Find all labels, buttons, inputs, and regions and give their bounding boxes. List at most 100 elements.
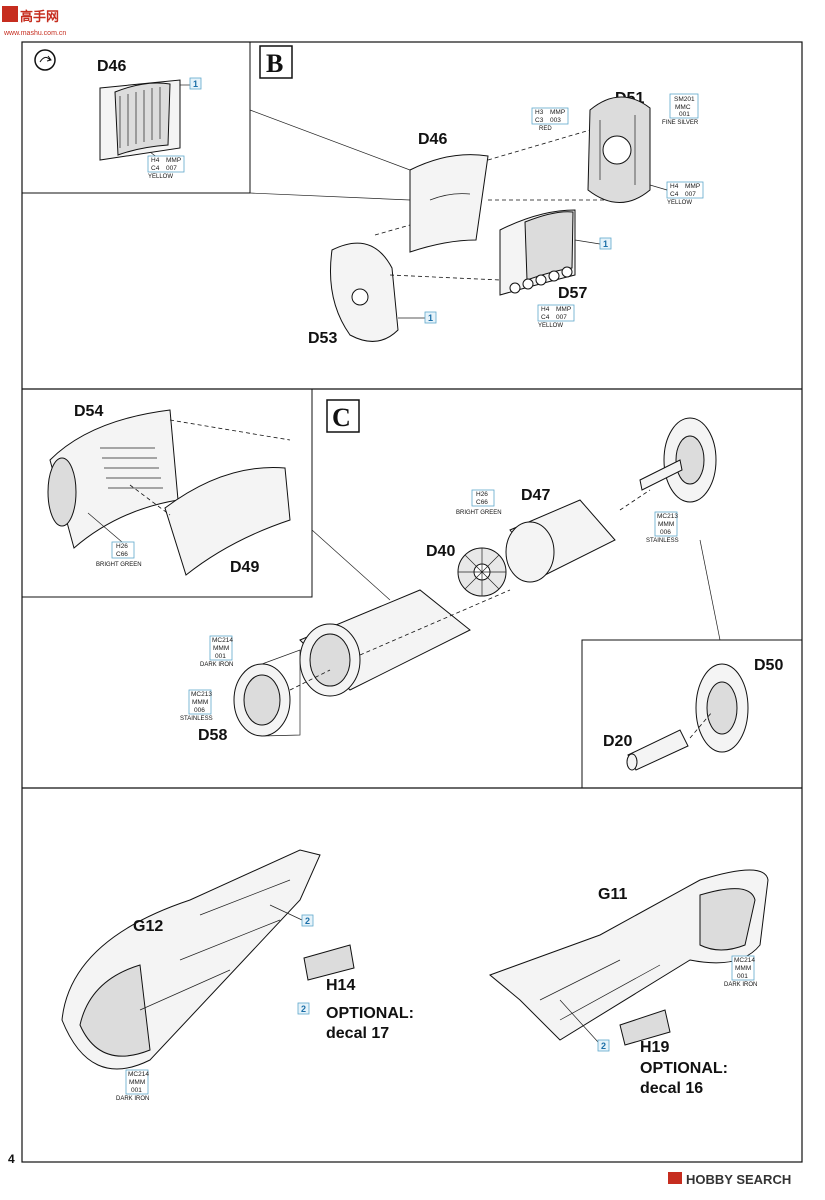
watermark-brand: HOBBY SEARCH: [686, 1172, 791, 1187]
watermark-footer: HOBBY SEARCH: [668, 1172, 791, 1187]
part-label-d20: D20: [603, 733, 632, 750]
paint-h3-red: H3 MMP C3 003 RED: [531, 107, 569, 132]
step-c-section: D54 D49 H26 C66 BRIGHT GREEN C: [21, 389, 802, 788]
svg-text:001: 001: [131, 1087, 142, 1094]
part-h19: [619, 1009, 671, 1046]
svg-text:RED: RED: [539, 126, 552, 132]
part-d51: [587, 96, 651, 203]
step-b-section: D46 1 H4 MMP C4 007 YELLOW B D46: [21, 42, 704, 347]
callout-2-h14: [297, 1002, 310, 1015]
svg-text:MC214: MC214: [128, 1071, 149, 1078]
svg-text:MMM: MMM: [658, 521, 674, 528]
part-label-d54: D54: [74, 403, 103, 420]
paint-bright-green-inset: H26 C66 BRIGHT GREEN: [96, 541, 142, 568]
svg-text:MMC: MMC: [675, 104, 691, 111]
svg-text:C66: C66: [476, 499, 488, 506]
step-b-box: [259, 45, 293, 79]
svg-text:C4: C4: [151, 165, 160, 172]
section-3: G12 2 H14 2 OPTIONAL: decal 17 MC214 MMM…: [61, 849, 769, 1102]
svg-text:2: 2: [601, 1041, 606, 1051]
watermark-url: www.mashu.com.cn: [3, 30, 66, 37]
paint-h4-yellow-d51: H4 MMP C4 007 YELLOW: [666, 181, 704, 206]
paint-dark-iron-g11: MC214 MMM 001 DARK IRON: [724, 955, 757, 988]
svg-text:H26: H26: [476, 491, 488, 498]
svg-text:MMM: MMM: [192, 699, 208, 706]
svg-text:007: 007: [685, 191, 696, 198]
part-d20: [626, 729, 689, 771]
svg-text:C3: C3: [535, 117, 544, 124]
part-label-h14: H14: [326, 977, 355, 994]
rotate-icon: [34, 49, 56, 71]
svg-text:001: 001: [737, 973, 748, 980]
step-c-box: [326, 399, 360, 433]
svg-text:H4: H4: [670, 183, 679, 190]
callout-1-d53: [424, 311, 437, 324]
svg-text:FINE SILVER: FINE SILVER: [662, 120, 699, 126]
part-label-d50: D50: [754, 657, 783, 674]
step-c-label: C: [332, 403, 351, 432]
svg-text:006: 006: [194, 707, 205, 714]
svg-text:MMP: MMP: [166, 157, 181, 164]
watermark-header: 高手网 www.mashu.com.cn: [2, 6, 66, 37]
page-number: 4: [8, 1152, 15, 1166]
svg-text:MMM: MMM: [735, 965, 751, 972]
part-d46: [409, 154, 489, 253]
svg-text:C4: C4: [541, 314, 550, 321]
svg-text:YELLOW: YELLOW: [148, 174, 173, 180]
paint-h4-yellow-inset: H4 MMP C4 007 YELLOW: [147, 155, 185, 180]
part-d47: [505, 499, 616, 583]
watermark-logo-icon: [2, 6, 18, 22]
svg-text:BRIGHT GREEN: BRIGHT GREEN: [456, 510, 502, 516]
svg-text:YELLOW: YELLOW: [667, 200, 692, 206]
svg-text:007: 007: [166, 165, 177, 172]
watermark-title: 高手网: [20, 9, 59, 24]
part-tube-main: [299, 589, 471, 697]
inset-d50-frame: [581, 639, 802, 788]
part-label-g12: G12: [133, 918, 163, 935]
svg-text:MMP: MMP: [556, 306, 571, 313]
paint-dark-iron-d58: MC214 MMM 001 DARK IRON: [200, 635, 233, 668]
paint-stainless-d58: MC213 MMM 006 STAINLESS: [180, 689, 213, 722]
paint-fine-silver: SM201 MMC 001 FINE SILVER: [662, 93, 699, 126]
svg-text:STAINLESS: STAINLESS: [646, 538, 679, 544]
svg-text:SM201: SM201: [674, 96, 695, 103]
callout-2-g12: [301, 914, 314, 927]
svg-text:003: 003: [550, 117, 561, 124]
svg-text:MMP: MMP: [550, 109, 565, 116]
part-d53: [329, 242, 399, 342]
svg-text:007: 007: [556, 314, 567, 321]
part-label-d40: D40: [426, 543, 455, 560]
inset-d46-frame: [21, 42, 251, 194]
part-label-d47: D47: [521, 487, 550, 504]
svg-text:MMP: MMP: [685, 183, 700, 190]
part-label-d53: D53: [308, 330, 337, 347]
part-h14: [303, 944, 355, 981]
svg-text:1: 1: [428, 313, 433, 323]
svg-text:001: 001: [679, 111, 690, 118]
paint-bright-green-d40: H26 C66 BRIGHT GREEN: [456, 489, 502, 516]
callout-1-inset: [189, 77, 202, 90]
svg-text:1: 1: [193, 79, 198, 89]
svg-text:C66: C66: [116, 551, 128, 558]
page-frame: [21, 41, 803, 1163]
svg-text:C4: C4: [670, 191, 679, 198]
optional-h14-line2: decal 17: [326, 1025, 389, 1042]
svg-text:006: 006: [660, 529, 671, 536]
svg-text:001: 001: [215, 653, 226, 660]
svg-text:1: 1: [603, 239, 608, 249]
part-d50-top: [639, 417, 717, 503]
part-label-d49: D49: [230, 559, 259, 576]
part-d54: [47, 409, 179, 549]
svg-text:DARK IRON: DARK IRON: [116, 1096, 149, 1102]
svg-text:MMM: MMM: [129, 1079, 145, 1086]
part-d49: [164, 467, 291, 576]
part-g11: [489, 869, 769, 1041]
svg-text:H26: H26: [116, 543, 128, 550]
callout-1-d57: [599, 237, 612, 250]
svg-text:MC214: MC214: [212, 637, 233, 644]
svg-text:DARK IRON: DARK IRON: [724, 982, 757, 988]
svg-text:2: 2: [305, 916, 310, 926]
svg-text:2: 2: [301, 1004, 306, 1014]
step-b-label: B: [266, 49, 283, 78]
